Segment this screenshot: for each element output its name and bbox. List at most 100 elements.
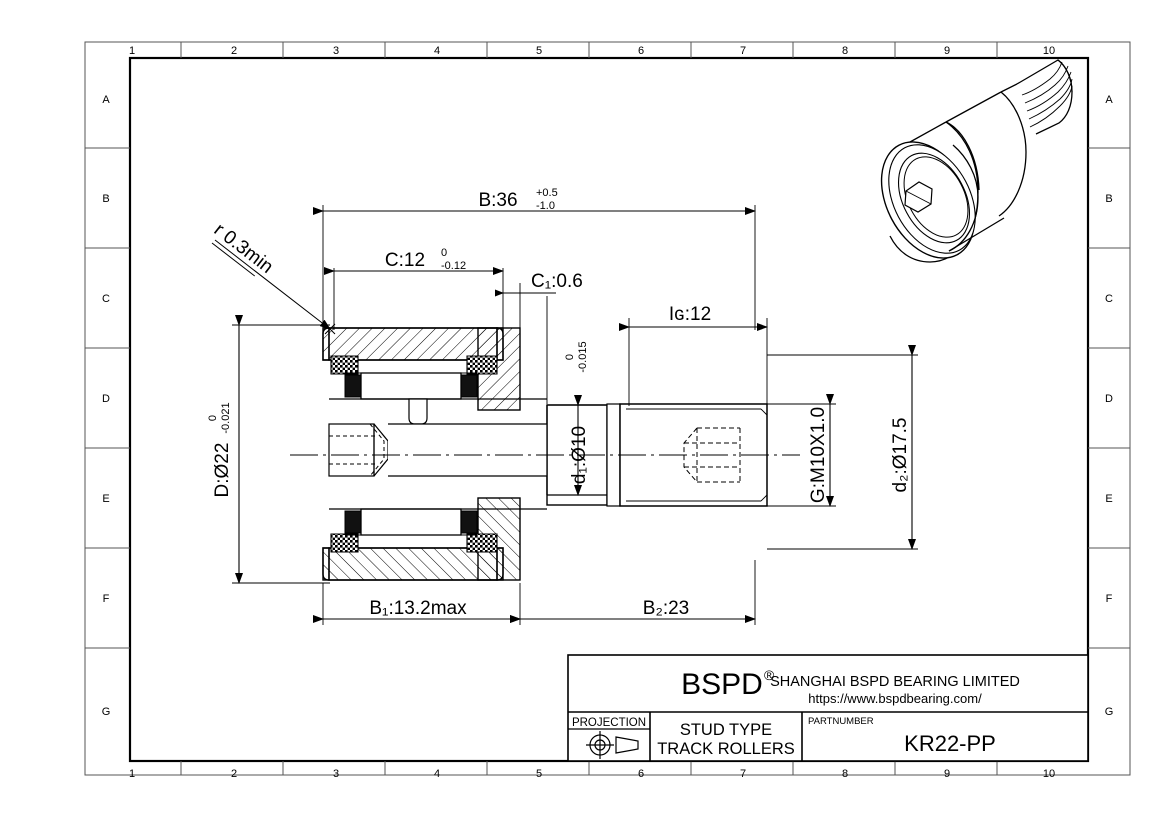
brand-name: BSPD: [681, 668, 763, 701]
dimension-B-label: B:36: [478, 190, 517, 211]
seal-top-right: [466, 355, 498, 375]
zone-labels-columns-top: 1 2 3 4 5 6 7 8 9 10: [129, 45, 1055, 57]
dimension-d2: d₂:Ø17.5: [767, 345, 918, 550]
iso-hex-socket-icon: [904, 181, 933, 213]
dimension-C-tol-upper: 0: [441, 247, 447, 259]
roller-outer-ring-bottom: [322, 547, 504, 581]
zone-col-8-top: 8: [842, 45, 848, 57]
dimension-C-tol-lower: -0.12: [441, 260, 466, 272]
dimension-d1-tol-lower: -0.015: [577, 341, 589, 372]
zone-row-g-left: G: [102, 706, 111, 718]
cross-section-view: [290, 327, 800, 581]
dimension-D-tol-upper: 0: [207, 415, 219, 421]
hex-socket-hidden-lines: [683, 427, 741, 483]
seal-lip-top-left: [344, 374, 362, 398]
dimension-G: G:M10X1.0: [767, 394, 836, 507]
shaft-left-end: [328, 423, 389, 477]
zone-col-2-bottom: 2: [231, 768, 237, 780]
zone-row-a-right: A: [1105, 94, 1113, 106]
zone-col-1-bottom: 1: [129, 768, 135, 780]
dimension-d2-label: d₂:Ø17.5: [890, 418, 911, 493]
seal-bottom-right: [466, 533, 498, 553]
needle-rollers-bottom: [345, 508, 477, 536]
zone-row-c-right: C: [1105, 293, 1113, 305]
zone-col-1-top: 1: [129, 45, 135, 57]
dimension-G-label: G:M10X1.0: [808, 407, 829, 503]
zone-col-3-bottom: 3: [333, 768, 339, 780]
zone-col-5-bottom: 5: [536, 768, 542, 780]
zone-row-a-left: A: [102, 94, 110, 106]
zone-col-2-top: 2: [231, 45, 237, 57]
dimension-D-label: D:Ø22: [212, 443, 233, 498]
zone-ticks-horizontal: [180, 42, 998, 775]
dimension-d1-tol-upper: 0: [564, 354, 576, 360]
isometric-view: [880, 59, 1073, 263]
dimension-B1-label: B₁:13.2max: [369, 598, 467, 619]
zone-row-e-right: E: [1105, 493, 1112, 505]
brand-registered-icon: ®: [764, 667, 775, 683]
zone-row-f-right: F: [1106, 593, 1113, 605]
zone-col-7-bottom: 7: [740, 768, 746, 780]
zone-col-5-top: 5: [536, 45, 542, 57]
dimension-d1-label: d₁:Ø10: [569, 426, 590, 484]
zone-col-6-bottom: 6: [638, 768, 644, 780]
zone-row-f-left: F: [103, 593, 110, 605]
product-line-1: STUD TYPE: [680, 721, 772, 739]
seal-lip-bottom-right: [460, 510, 478, 534]
seal-top-left: [330, 355, 359, 375]
title-block: BSPD ® SHANGHAI BSPD BEARING LIMITED htt…: [567, 654, 1089, 762]
dimension-D-tol-lower: -0.021: [220, 402, 232, 433]
dimension-C1-label: C₁:0.6: [531, 271, 583, 292]
zone-labels-columns-bottom: 1 2 3 4 5 6 7 8 9 10: [129, 768, 1055, 780]
zone-labels-rows-left: A B C D E F G: [102, 94, 111, 718]
partnumber-value: KR22-PP: [904, 731, 996, 756]
product-line-2: TRACK ROLLERS: [657, 740, 795, 758]
zone-row-b-right: B: [1105, 193, 1112, 205]
left-end-hidden-lines: [329, 423, 385, 477]
dimension-IG: Iɢ:12: [619, 304, 768, 406]
dimension-IG-label: Iɢ:12: [669, 304, 711, 325]
dimension-C-label: C:12: [385, 250, 425, 271]
first-angle-projection-icon: [586, 731, 639, 759]
company-name: SHANGHAI BSPD BEARING LIMITED: [770, 674, 1020, 690]
needle-rollers-top: [345, 372, 477, 400]
zone-row-d-left: D: [102, 393, 110, 405]
zone-ticks-vertical: [85, 147, 1130, 649]
shaft-middle: [388, 423, 547, 477]
zone-col-9-bottom: 9: [944, 768, 950, 780]
roller-outer-ring-top: [322, 327, 504, 361]
dimension-C: C:12 0 -0.12: [324, 247, 504, 330]
zone-col-10-top: 10: [1043, 45, 1055, 57]
zone-row-c-left: C: [102, 293, 110, 305]
projection-label: PROJECTION: [572, 717, 646, 729]
zone-col-4-top: 4: [434, 45, 440, 57]
zone-col-7-top: 7: [740, 45, 746, 57]
seal-bottom-left: [330, 533, 359, 553]
dimension-B2-label: B₂:23: [643, 598, 689, 619]
radius-marker-icon: [324, 323, 336, 335]
seal-lip-bottom-left: [344, 510, 362, 534]
dimension-d1: d₁:Ø10 0 -0.015: [546, 296, 590, 496]
zone-col-4-bottom: 4: [434, 768, 440, 780]
dimension-B: B:36 +0.5 -1.0: [313, 187, 756, 330]
dimension-C1: C₁:0.6: [495, 271, 583, 330]
zone-row-e-left: E: [102, 493, 109, 505]
zone-col-9-top: 9: [944, 45, 950, 57]
company-website: https://www.bspdbearing.com/: [808, 691, 982, 706]
zone-row-b-left: B: [102, 193, 109, 205]
zone-row-g-right: G: [1105, 706, 1114, 718]
zone-col-6-top: 6: [638, 45, 644, 57]
iso-roller-body: [880, 91, 1027, 263]
dimension-B-tol-lower: -1.0: [536, 200, 555, 212]
zone-col-8-bottom: 8: [842, 768, 848, 780]
dimension-D: D:Ø22 0 -0.021: [207, 315, 330, 584]
zone-labels-rows-right: A B C D E F G: [1105, 94, 1114, 718]
iso-thread: [1016, 59, 1073, 135]
seal-lip-top-right: [460, 374, 478, 398]
dimension-B-tol-upper: +0.5: [536, 187, 558, 199]
zone-col-10-bottom: 10: [1043, 768, 1055, 780]
zone-col-3-top: 3: [333, 45, 339, 57]
dimension-B2: B₂:23: [510, 560, 756, 625]
partnumber-label: PARTNUMBER: [808, 716, 874, 727]
